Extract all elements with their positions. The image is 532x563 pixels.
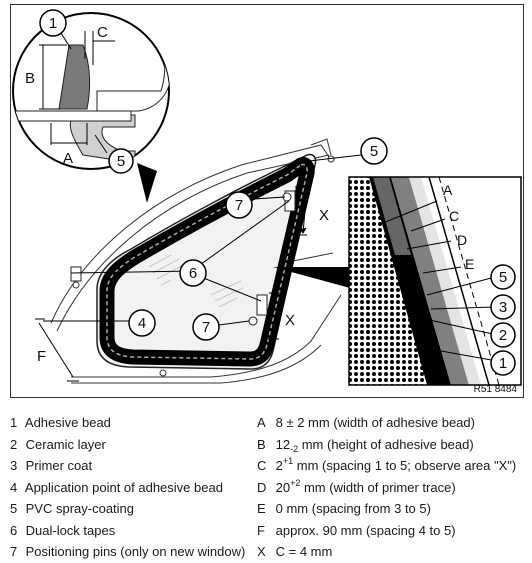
legend-item: 7 Positioning pins (only on new window): [10, 544, 246, 559]
window-bonding-diagram: 7 6 7 4 5 X X F: [10, 4, 524, 398]
legend-dimensions: A 8 ± 2 mm (width of adhesive bead) B 12…: [257, 412, 524, 563]
legend-item: 5 PVC spray-coating: [10, 501, 135, 516]
legend-item: 3 Primer coat: [10, 458, 93, 473]
callout-circles: 7 6 7 4 5 X X F: [37, 137, 388, 365]
dimension-x-lower: [261, 292, 287, 340]
callout-7-upper: [225, 191, 253, 219]
magnifier-detail: 1 5 B A C: [12, 9, 170, 203]
callout-1-detail: [39, 9, 67, 37]
legend-item: 2 Ceramic layer: [10, 436, 106, 452]
label-x-upper: X: [319, 207, 329, 224]
svg-text:7: 7: [202, 319, 210, 336]
glass-section: [13, 110, 132, 122]
svg-text:5: 5: [370, 143, 378, 160]
leader-lines: [43, 154, 362, 326]
reference-code: R51 8484: [473, 384, 517, 395]
callout-5-main: [360, 137, 388, 165]
legend-dimension: F approx. 90 mm (spacing 4 to 5): [257, 522, 456, 538]
label-f: F: [37, 348, 46, 365]
svg-text:7: 7: [235, 197, 243, 214]
detail-label-d: D: [457, 232, 467, 248]
detail-label-a: A: [443, 182, 453, 198]
legend-item: 6 Dual-lock tapes: [10, 522, 116, 538]
dual-lock-tape-left: [70, 266, 82, 282]
diagram-canvas: 7 6 7 4 5 X X F: [12, 9, 522, 386]
legend-parts: 1 Adhesive bead 2 Ceramic layer 3 Primer…: [10, 412, 258, 563]
svg-text:6: 6: [189, 265, 197, 282]
callout-6: [179, 259, 207, 287]
callout-4: [128, 309, 156, 337]
label-c: C: [97, 24, 108, 41]
svg-text:4: 4: [138, 315, 146, 332]
svg-text:2: 2: [499, 327, 507, 344]
label-b: B: [25, 70, 35, 87]
svg-text:3: 3: [499, 299, 507, 316]
legend-dimension: A 8 ± 2 mm (width of adhesive bead): [257, 415, 475, 430]
svg-text:5: 5: [117, 153, 125, 170]
legend-dimension: D 20+2 mm (width of primer trace): [257, 477, 456, 495]
label-a: A: [63, 150, 73, 167]
callout-5-detail: [108, 148, 134, 174]
body-panel: [96, 48, 169, 112]
dimension-f: [35, 318, 79, 382]
detail-pointer: [273, 267, 361, 291]
legend-dimension: E 0 mm (spacing from 3 to 5): [257, 501, 431, 516]
legend-dimension: X C = 4 mm: [257, 544, 333, 559]
adhesive-bead-section: [58, 44, 91, 110]
svg-text:5: 5: [499, 269, 507, 286]
svg-text:1: 1: [49, 15, 57, 32]
legend-dimension: B 12-2 mm (height of adhesive bead): [257, 436, 474, 454]
legend-item: 1 Adhesive bead: [10, 415, 111, 430]
legend-item: 4 Application point of adhesive bead: [10, 479, 223, 495]
dimension-x-upper: [291, 186, 311, 236]
detail-callouts: 5 3 2 1: [490, 264, 516, 376]
dual-lock-tape-lower: [256, 294, 268, 316]
positioning-pin-lower: [248, 316, 258, 326]
detail-label-c: C: [449, 208, 459, 224]
legend: 1 Adhesive bead 2 Ceramic layer 3 Primer…: [10, 412, 524, 559]
label-x-lower: X: [285, 312, 295, 329]
detail-leaders: [382, 200, 498, 362]
detail-label-e: E: [465, 256, 474, 272]
legend-dimension: C 2+1 mm (spacing 1 to 5; observe area "…: [257, 456, 517, 474]
callout-7-lower: [192, 313, 220, 341]
magnifier-pointer: [137, 163, 157, 203]
svg-text:1: 1: [499, 355, 507, 372]
